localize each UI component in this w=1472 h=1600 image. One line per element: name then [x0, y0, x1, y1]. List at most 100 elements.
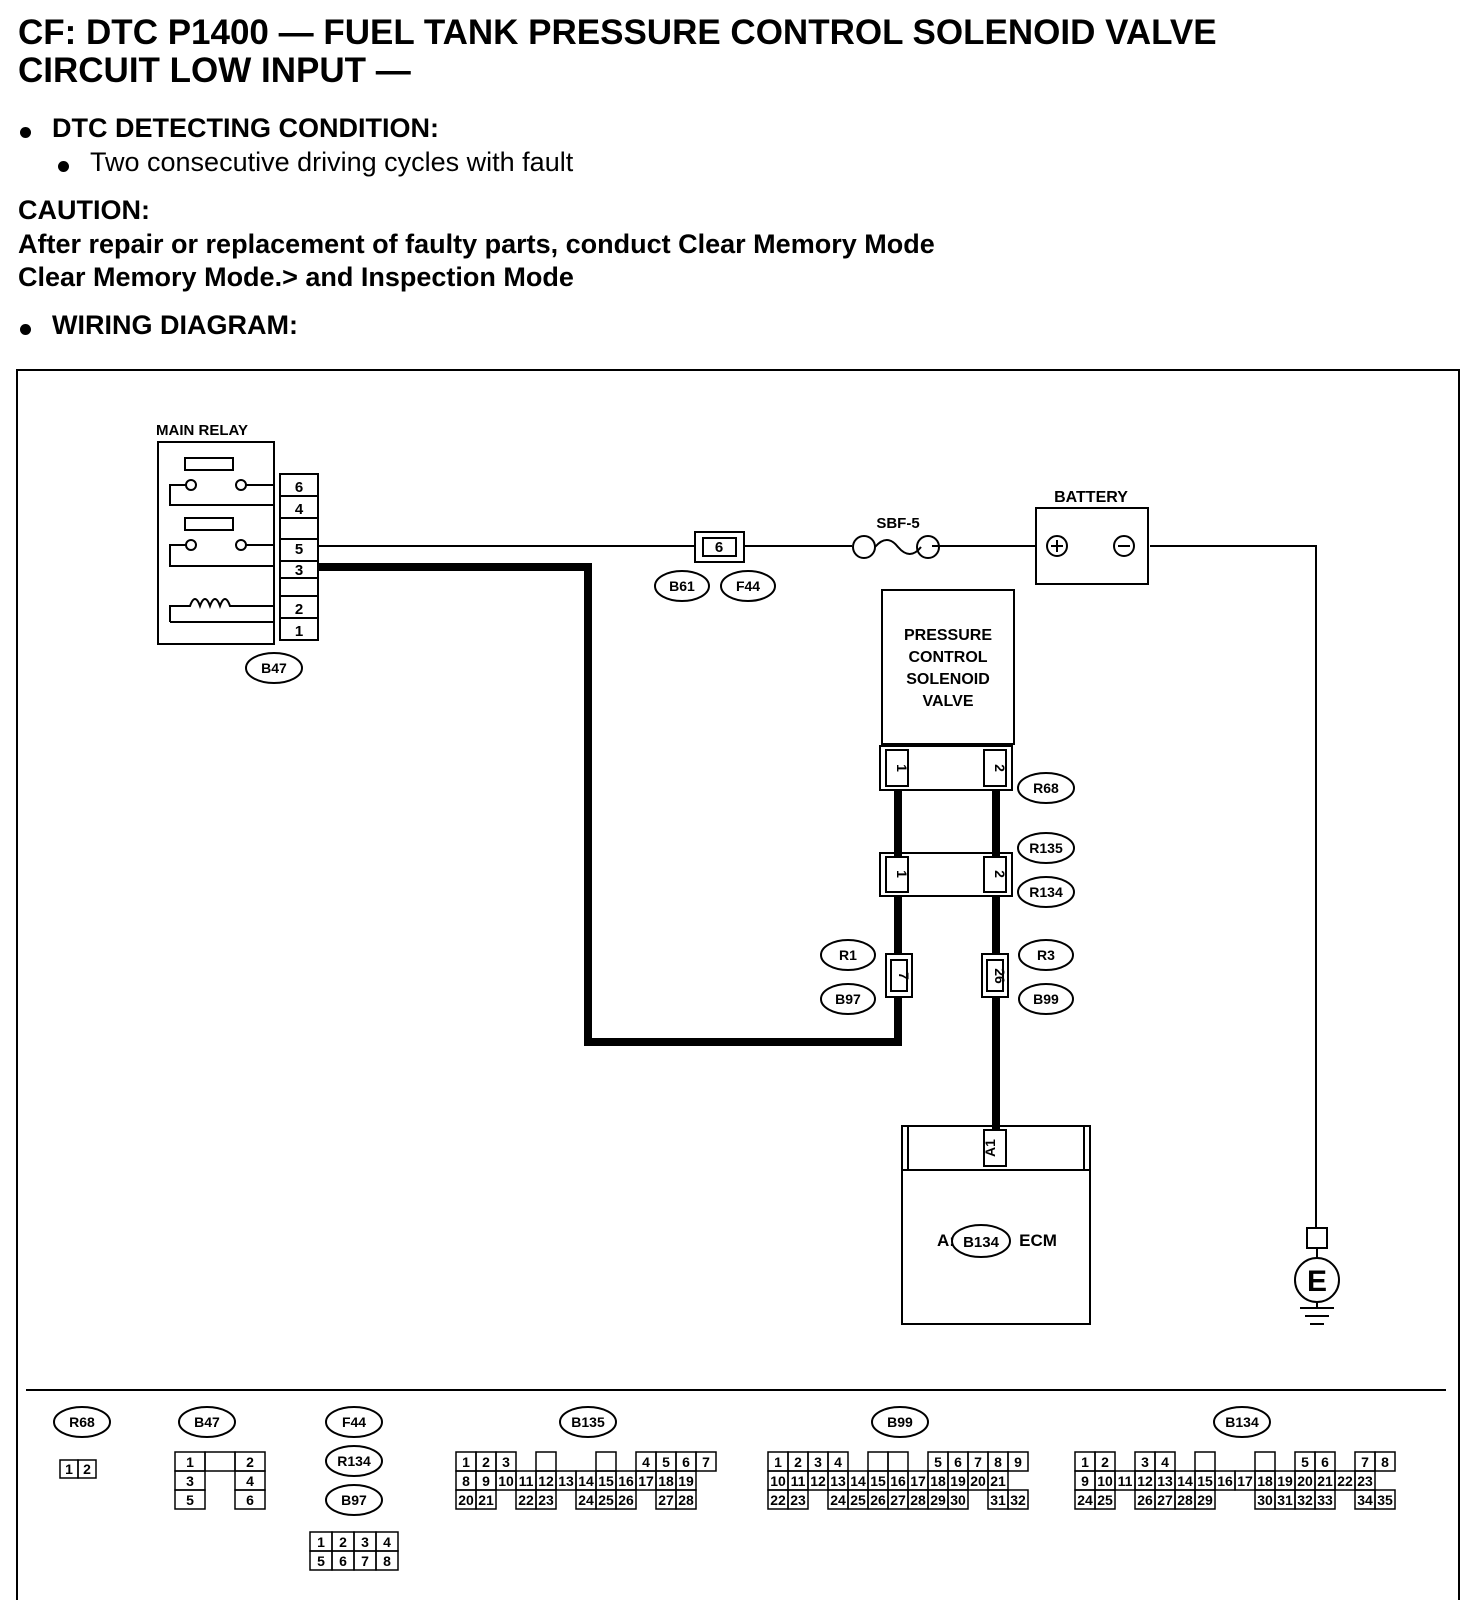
connector-pin-number: 20	[970, 1473, 986, 1489]
tag-b61-label: B61	[669, 578, 695, 594]
connector-pin-number: 17	[1237, 1473, 1253, 1489]
ecm-prefix: A:	[937, 1231, 955, 1250]
legend-tag-r134-label: R134	[337, 1453, 371, 1469]
relay-pin-1: 1	[295, 623, 303, 640]
connector-pin-number: 7	[361, 1553, 369, 1569]
ecm-label: ECM	[1019, 1231, 1057, 1250]
connector-cavity	[887, 1451, 909, 1472]
connector-pin-number: 12	[810, 1473, 826, 1489]
connector-pin-number: 34	[1357, 1492, 1373, 1508]
legend-tag-r68	[53, 1406, 111, 1438]
connector-pin-number: 15	[598, 1473, 614, 1489]
wiring-heading: WIRING DIAGRAM:	[52, 310, 298, 340]
tag-b134-label: B134	[963, 1234, 1000, 1251]
connector-cavity	[1314, 1489, 1336, 1510]
r68-pin-2: 2	[992, 764, 1008, 772]
valve-line-1: PRESSURE	[904, 627, 992, 644]
battery-icon	[1035, 507, 1149, 585]
connector-cavity	[675, 1489, 697, 1510]
connector-pin-number: 28	[1177, 1492, 1193, 1508]
connector-pin-number: 11	[1118, 1473, 1133, 1489]
tag-r3-label: R3	[1037, 947, 1055, 963]
connector-pin-number: 12	[538, 1473, 554, 1489]
tag-b99	[1018, 983, 1074, 1015]
joint-connector	[694, 531, 745, 563]
connector-pin-number: 25	[598, 1492, 614, 1508]
connector-cavity	[204, 1451, 236, 1472]
connector-pin-number: 14	[578, 1473, 594, 1489]
connector-pin-number: 10	[1097, 1473, 1113, 1489]
legend-tag-b97	[325, 1484, 383, 1516]
connector-r68	[879, 745, 1013, 791]
connector-pin-number: 32	[1010, 1492, 1026, 1508]
connector-pin-number: 17	[910, 1473, 926, 1489]
connector-pin-number: 9	[482, 1473, 490, 1489]
caution-heading: CAUTION:	[18, 195, 150, 225]
connector-pin-number: 16	[890, 1473, 906, 1489]
connector-pin-number: 14	[1177, 1473, 1193, 1489]
battery-label: BATTERY	[1054, 489, 1128, 506]
pin-26: 26	[992, 968, 1008, 984]
connector-pin-number: 5	[186, 1492, 194, 1508]
connector-pin-number: 5	[317, 1553, 325, 1569]
tag-r68-label: R68	[1033, 780, 1059, 796]
tag-b97	[820, 983, 876, 1015]
connector-pin-number: 14	[850, 1473, 866, 1489]
connector-pin-number: 31	[990, 1492, 1006, 1508]
connector-cavity	[1254, 1451, 1276, 1472]
dtc-heading: DTC DETECTING CONDITION:	[52, 113, 439, 143]
connector-cavity	[535, 1451, 557, 1472]
r135-pin-2: 2	[992, 870, 1008, 878]
connector-pin-7	[885, 953, 913, 998]
tag-r3	[1018, 939, 1074, 971]
connector-cavity	[1007, 1451, 1029, 1472]
valve-line-3: SOLENOID	[906, 671, 990, 688]
connector-pin-number: 2	[246, 1454, 254, 1470]
joint-pin-6: 6	[715, 539, 723, 556]
valve-line-2: CONTROL	[908, 649, 987, 666]
connector-pin-number: 6	[954, 1454, 962, 1470]
connector-cavity	[174, 1489, 206, 1510]
connector-pin-number: 2	[794, 1454, 802, 1470]
r135-pin-1: 1	[894, 870, 910, 878]
connector-pin-number: 4	[834, 1454, 842, 1470]
connector-pin-number: 24	[830, 1492, 846, 1508]
legend-tag-b47	[178, 1406, 236, 1438]
connector-pin-number: 15	[1197, 1473, 1213, 1489]
connector-pin-number: 32	[1297, 1492, 1313, 1508]
connector-cavity	[375, 1550, 399, 1571]
bullet-icon	[20, 127, 31, 138]
connector-pin-number: 1	[317, 1534, 325, 1550]
legend-tag-b99-label: B99	[887, 1414, 913, 1430]
connector-cavity	[695, 1451, 717, 1472]
connector-cavity	[1374, 1489, 1396, 1510]
connector-pin-number: 6	[682, 1454, 690, 1470]
connector-pin-number: 24	[1077, 1492, 1093, 1508]
connector-pin-number: 5	[934, 1454, 942, 1470]
tag-b61	[654, 570, 710, 602]
connector-pin-number: 18	[930, 1473, 946, 1489]
connector-pin-number: 9	[1081, 1473, 1089, 1489]
ecm-box	[901, 1125, 1091, 1325]
connector-cavity	[595, 1451, 617, 1472]
dtc-item: Two consecutive driving cycles with faul…	[90, 147, 574, 177]
connector-pin-number: 8	[462, 1473, 470, 1489]
relay-pin-5: 5	[295, 541, 303, 558]
connector-pin-number: 15	[870, 1473, 886, 1489]
connector-pin-number: 22	[518, 1492, 534, 1508]
tag-b47	[245, 652, 303, 684]
connector-pin-number: 2	[339, 1534, 347, 1550]
connector-pin-number: 35	[1377, 1492, 1393, 1508]
legend-tag-b134-label: B134	[1225, 1414, 1259, 1430]
connector-pin-number: 30	[1257, 1492, 1273, 1508]
connector-pin-number: 23	[790, 1492, 806, 1508]
connector-pin-number: 1	[1081, 1454, 1089, 1470]
legend-tag-f44	[325, 1406, 383, 1438]
connector-pin-number: 10	[498, 1473, 514, 1489]
connector-pin-number: 3	[814, 1454, 822, 1470]
tag-f44-label: F44	[736, 578, 760, 594]
fuse-icon	[852, 535, 940, 559]
